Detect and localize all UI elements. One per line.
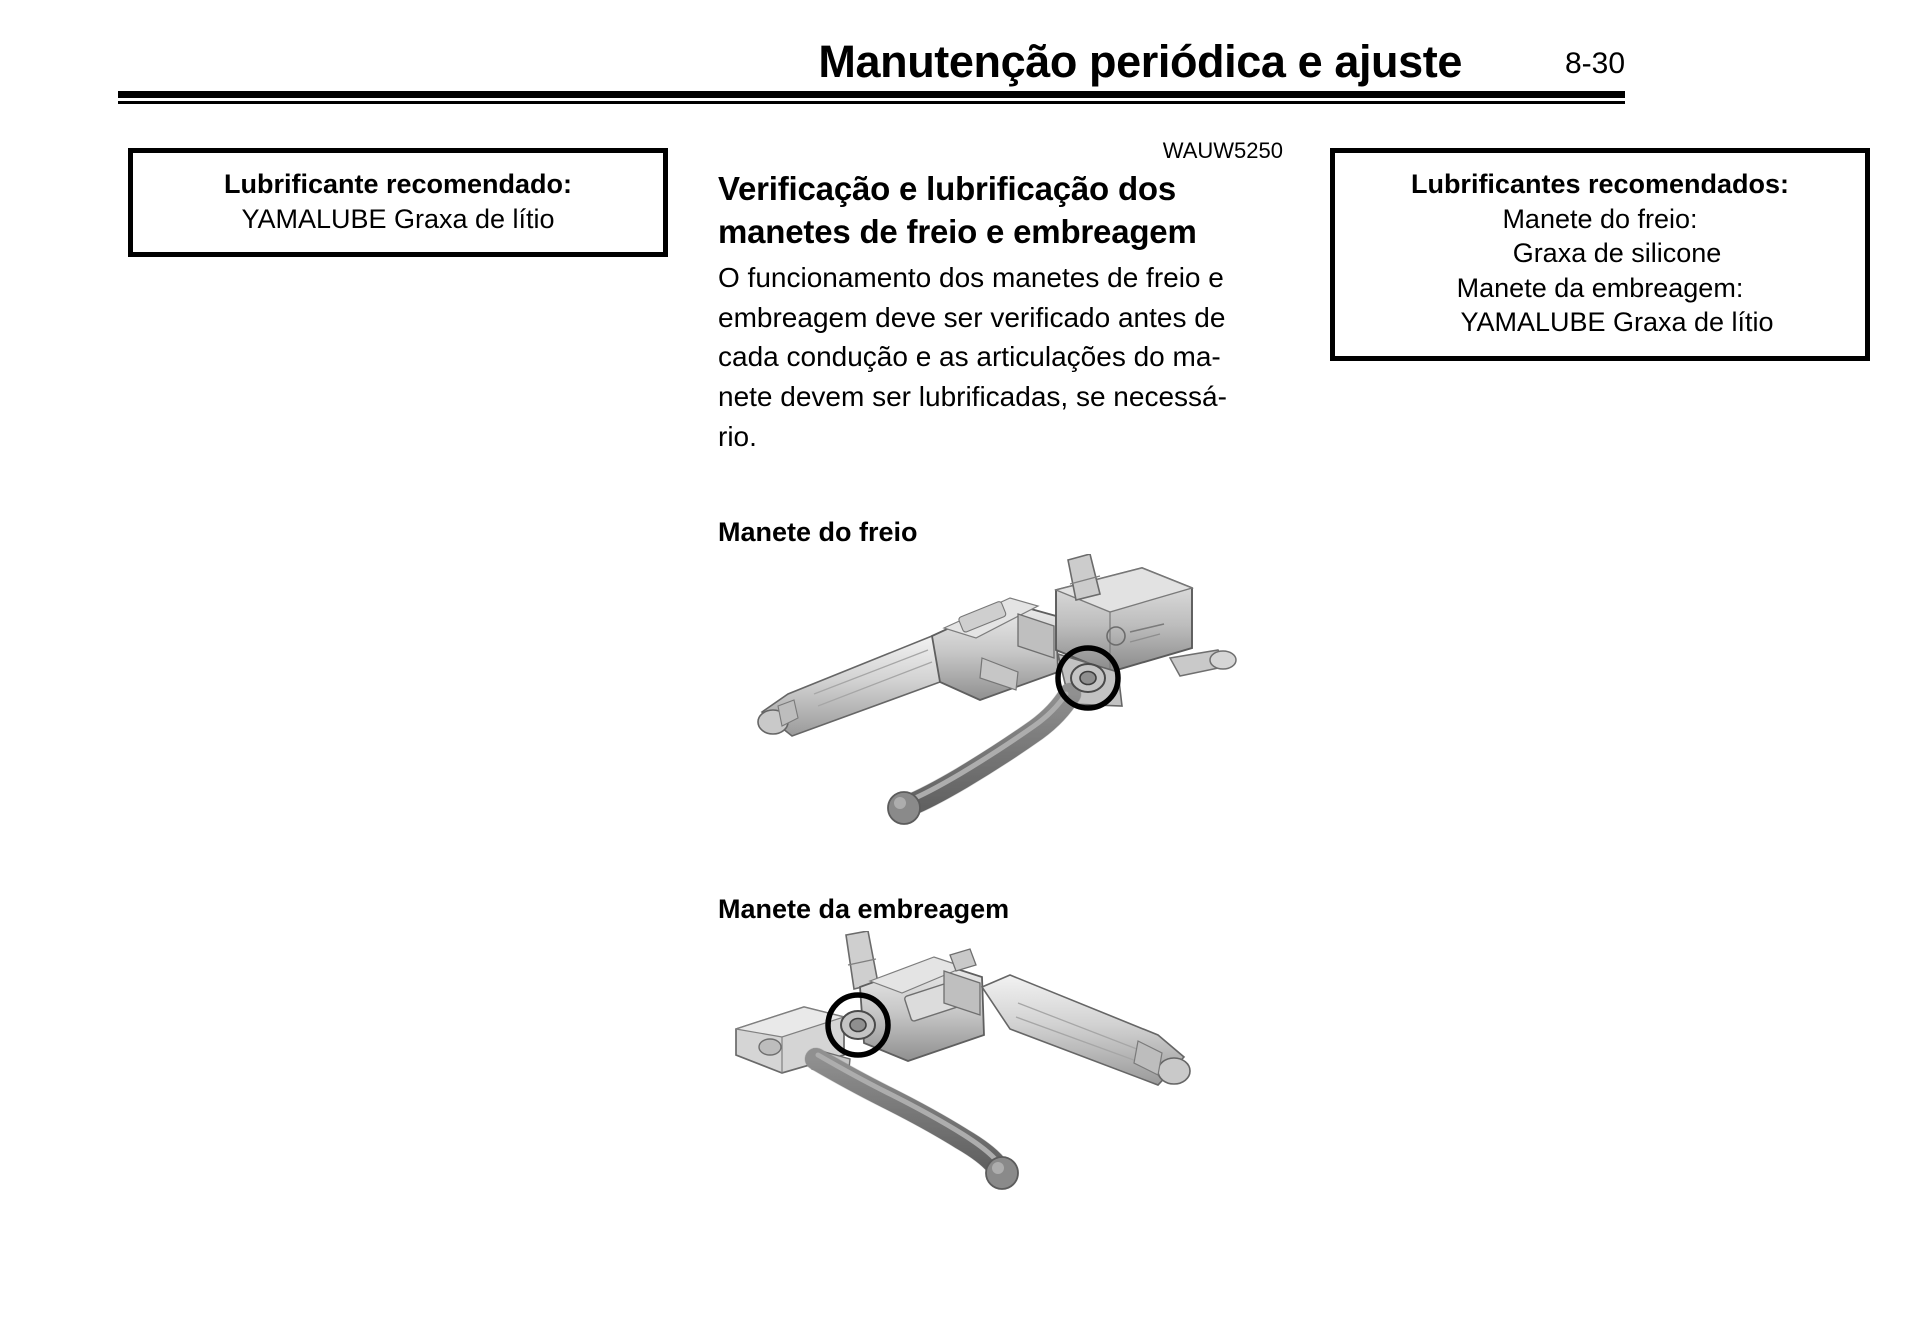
- recommended-lubricant-box-left: Lubrificante recomendado: YAMALUBE Graxa…: [128, 148, 668, 258]
- page-header: Manutenção periódica e ajuste 8-30: [0, 0, 1920, 110]
- right-box-title: Lubrificantes recomendados:: [1410, 169, 1790, 199]
- right-box-line-1: Manete do freio:: [1502, 203, 1698, 234]
- paragraph-line-2: embreagem deve ser verificado antes de: [718, 301, 1226, 333]
- clutch-lever: [804, 1047, 1019, 1190]
- paragraph-line-5: rio.: [718, 420, 757, 452]
- section-heading-line-2: manetes de freio e embreagem: [718, 212, 1197, 250]
- center-column: WAUW5250 Verificação e lubrificação dos …: [718, 140, 1283, 1221]
- recommended-lubricants-box-right: Lubrificantes recomendados: Manete do fr…: [1330, 148, 1870, 361]
- brake-lever-illustration: [757, 553, 1237, 825]
- figure-brake-lever: [718, 553, 1283, 844]
- left-box-line-1: YAMALUBE Graxa de lítio: [241, 203, 555, 234]
- clutch-lever-illustration: [735, 930, 1191, 1190]
- figure-clutch-lever: [718, 930, 1283, 1221]
- lubrication-point-callout: [1055, 644, 1121, 711]
- lubrication-point-callout: [825, 991, 891, 1058]
- left-box-title: Lubrificante recomendado:: [223, 169, 573, 199]
- right-column: Lubrificantes recomendados: Manete do fr…: [1330, 148, 1870, 361]
- right-box-line-3: Manete da embreagem:: [1456, 272, 1744, 303]
- paragraph-line-1: O funcionamento dos manetes de freio e: [718, 261, 1224, 293]
- right-box-line-2: Graxa de silicone: [1512, 238, 1722, 269]
- page-title: Manutenção periódica e ajuste: [818, 36, 1462, 87]
- paragraph-line-4: nete devem ser lubrificadas, se necessá-: [718, 381, 1227, 413]
- header-rule-thick: [118, 91, 1625, 98]
- brake-hose-stem: [1067, 553, 1101, 601]
- document-reference-code: WAUW5250: [1162, 138, 1283, 163]
- page-number: 8-30: [1564, 47, 1625, 80]
- figure-caption-brake-lever: Manete do freio: [718, 516, 918, 547]
- paragraph-line-3: cada condução e as articulações do ma-: [718, 341, 1221, 373]
- section-heading: Verificação e lubrificação dos manetes d…: [718, 168, 1283, 254]
- header-rule-thin: [118, 101, 1625, 104]
- brake-lever: [887, 682, 1082, 825]
- switch-housing: [930, 596, 1059, 701]
- figure-caption-clutch-lever: Manete da embreagem: [718, 893, 1010, 924]
- handlebar-grip-right: [980, 973, 1191, 1086]
- right-box-line-4: YAMALUBE Graxa de lítio: [1460, 307, 1774, 338]
- section-heading-line-1: Verificação e lubrificação dos: [718, 170, 1177, 207]
- handlebar-grip: [757, 634, 964, 737]
- clutch-switch-housing: [859, 947, 985, 1062]
- body-paragraph: O funcionamento dos manetes de freio e e…: [718, 258, 1283, 457]
- left-column: Lubrificante recomendado: YAMALUBE Graxa…: [128, 148, 668, 258]
